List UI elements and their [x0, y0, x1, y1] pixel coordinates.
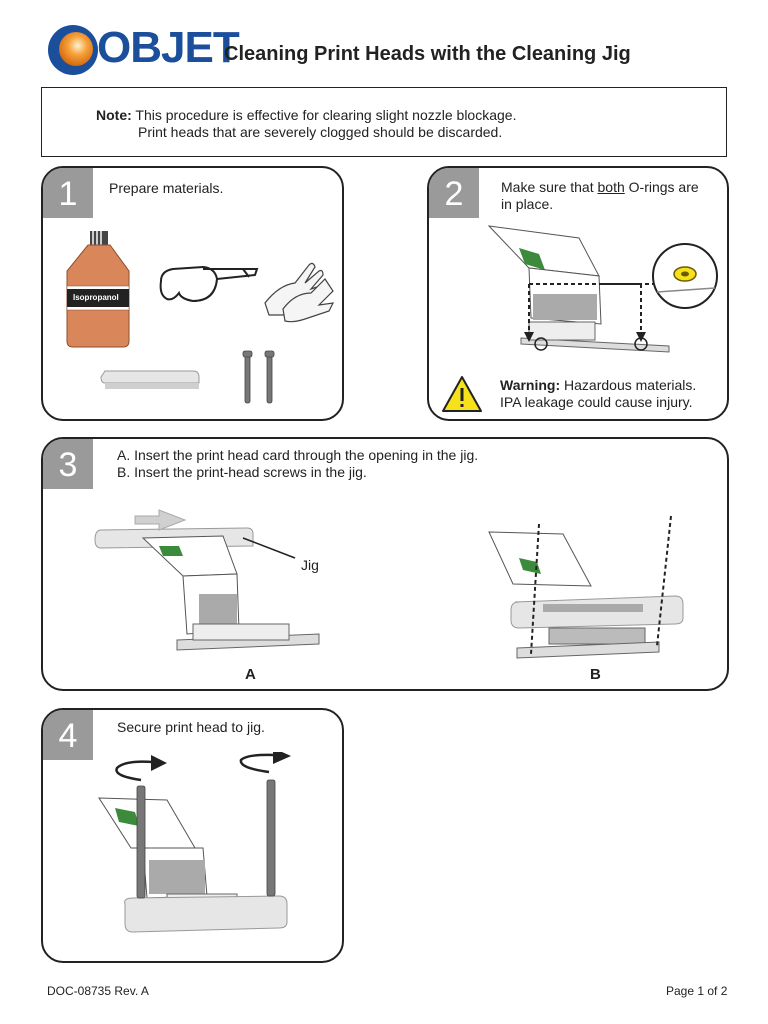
jig-insert-diagram-a: [94, 509, 320, 651]
step-2-number: 2: [429, 168, 479, 218]
step-4-illustration: [98, 752, 291, 933]
page-number: Page 1 of 2: [666, 984, 728, 998]
oring-circle-icon: [534, 337, 548, 351]
warning-icon: [442, 376, 482, 412]
step-1-materials-illustration: [66, 231, 335, 404]
cleaning-jig-icon: [100, 370, 200, 389]
step-3-line-a: A. Insert the print head card through th…: [117, 447, 479, 463]
note-line-1: Note: This procedure is effective for cl…: [96, 107, 516, 123]
step-2-text-both: both: [597, 179, 625, 195]
step-1-text: Prepare materials.: [109, 180, 224, 196]
step-4-number: 4: [43, 710, 93, 760]
step-2-text-c: in place.: [501, 196, 554, 212]
page-title: Cleaning Print Heads with the Cleaning J…: [224, 43, 631, 65]
note-label: Note:: [96, 107, 132, 123]
warning-text: Warning: Hazardous materials. IPA leakag…: [500, 377, 725, 411]
logo-text: OBJET: [97, 23, 240, 72]
arrow-down-icon: [524, 332, 534, 342]
step-2-panel: 2 Make sure that both O-rings are in pla…: [427, 166, 729, 421]
step-2-oring-illustration: [487, 225, 718, 353]
jig-label: Jig: [301, 557, 319, 573]
step-3-panel: 3 A. Insert the print head card through …: [41, 437, 729, 691]
print-head-card: [487, 225, 670, 353]
step-2-text-b: O-rings are: [624, 179, 699, 195]
step-1-panel: 1 Prepare materials.: [41, 166, 344, 421]
note-text-1: This procedure is effective for clearing…: [135, 107, 517, 123]
screws-icon: [242, 350, 275, 404]
step-3-illustration: [94, 509, 684, 659]
step-3-line-b: B. Insert the print-head screws in the j…: [117, 464, 367, 480]
gloves-icon: [264, 262, 335, 323]
step-3-number: 3: [43, 439, 93, 489]
jig-insert-diagram-b: [488, 515, 684, 659]
safety-goggles-icon: [159, 265, 259, 303]
note-line-2: Print heads that are severely clogged sh…: [138, 124, 503, 140]
arrow-down-icon: [636, 332, 646, 342]
oring-circle-icon: [634, 337, 648, 351]
rotate-arrow-icon: [115, 752, 291, 782]
step-1-number: 1: [43, 168, 93, 218]
caption-b: B: [590, 666, 601, 683]
warning-label: Warning:: [500, 377, 561, 393]
isopropanol-bottle-icon: [66, 231, 130, 348]
warning-text-2: IPA leakage could cause injury.: [500, 394, 693, 410]
note-box: [41, 87, 727, 157]
oring-zoom-icon: [652, 243, 718, 309]
screw-icon: [136, 779, 276, 899]
step-4-panel: 4 Secure print head to jig.: [41, 708, 344, 963]
print-head-card: [98, 797, 288, 933]
logo-globe-icon: [48, 25, 98, 75]
warning-text-1: Hazardous materials.: [564, 377, 697, 393]
caption-a: A: [245, 666, 256, 683]
objet-logo: OBJET: [47, 20, 240, 80]
doc-id: DOC-08735 Rev. A: [47, 984, 149, 998]
bottle-label: Isopropanol: [73, 293, 119, 302]
step-4-text: Secure print head to jig.: [117, 719, 265, 735]
step-2-text-a: Make sure that: [501, 179, 598, 195]
step-2-text: Make sure that both O-rings are in place…: [501, 179, 726, 213]
